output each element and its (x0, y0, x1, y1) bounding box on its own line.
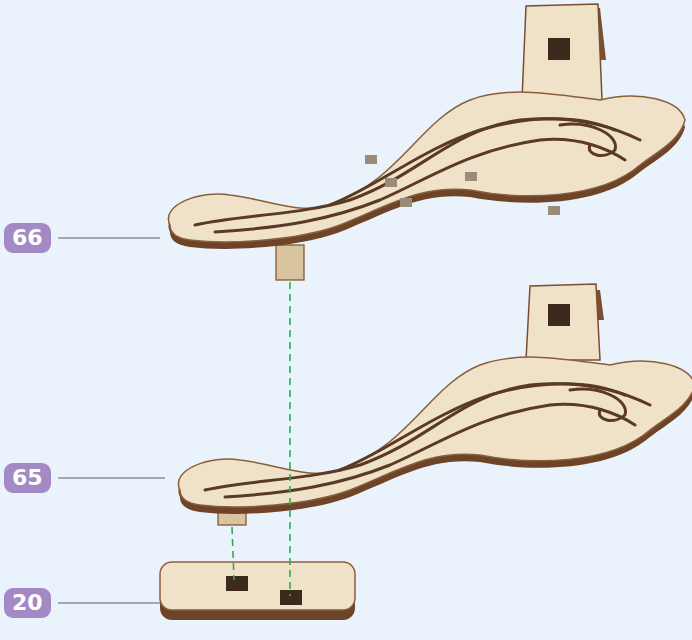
guide-line (232, 282, 290, 596)
part-66 (168, 4, 685, 280)
callout-number: 20 (4, 588, 51, 618)
callout-number: 65 (4, 463, 51, 493)
leader-line (58, 238, 165, 603)
callout-number: 66 (4, 223, 51, 253)
part-20 (160, 562, 355, 620)
part-65 (526, 284, 604, 360)
